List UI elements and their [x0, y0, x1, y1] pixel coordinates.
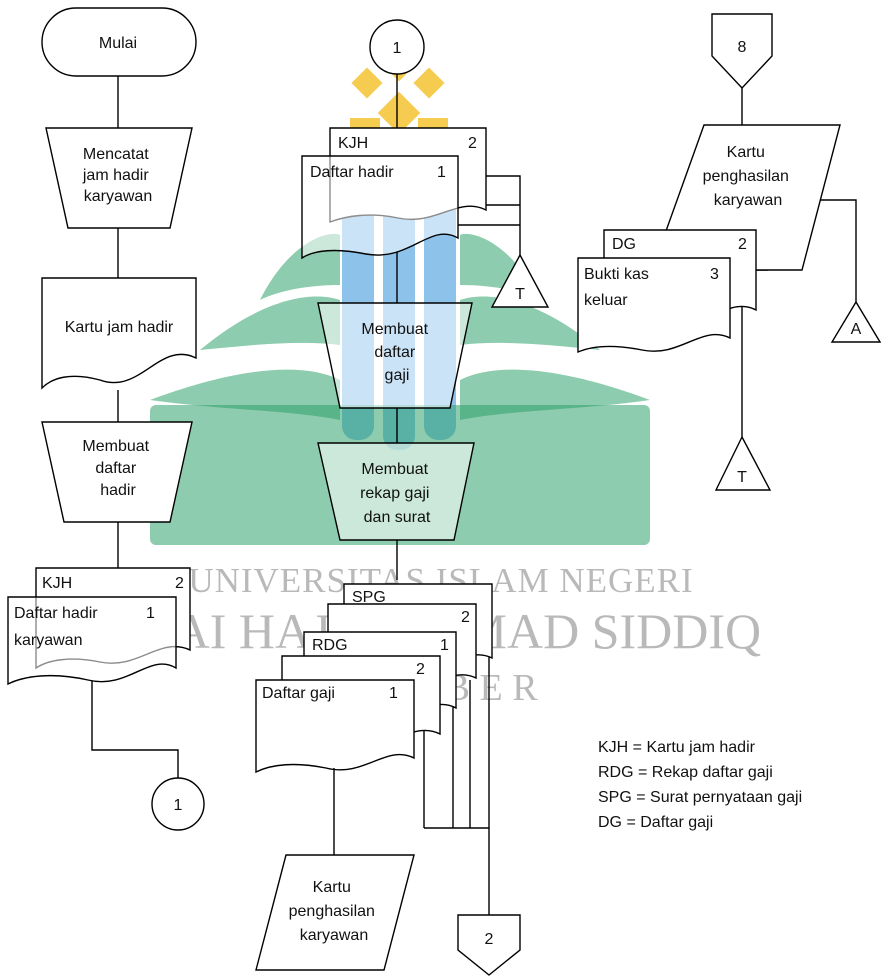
attendance-list-line-1: Daftar hadir	[14, 605, 98, 622]
rdg-copy-number: 1	[440, 637, 449, 654]
dg-label: Daftar gaji	[262, 685, 335, 702]
off-page-connector-2-label: 2	[485, 931, 494, 948]
start-label: Mulai	[99, 35, 137, 52]
op-recap-label: Membuat rekap gaji dan surat	[360, 461, 434, 526]
kjh-copy-number: 2	[175, 575, 184, 592]
attendance-list-copy-number: 1	[146, 605, 155, 622]
col2-kjh-label: KJH	[338, 135, 368, 152]
rdg-label: RDG	[312, 637, 348, 654]
legend-item: DG = Daftar gaji	[598, 814, 713, 831]
document-attendance-card-label: Kartu jam hadir	[65, 319, 174, 336]
attendance-list-line-2: karyawan	[14, 632, 82, 649]
legend-item: RDG = Rekap daftar gaji	[598, 764, 773, 781]
cash-voucher-line-1: Bukti kas	[584, 266, 649, 283]
col3-dg-label: DG	[612, 236, 636, 253]
col3-dg-copy: 2	[738, 236, 747, 253]
manual-operation-label: Mencatat jam hadir karyawan	[82, 146, 153, 205]
kjh-label: KJH	[42, 575, 72, 592]
spg-copy-2-number: 2	[461, 609, 470, 626]
legend: KJH = Kartu jam hadir RDG = Rekap daftar…	[598, 739, 802, 831]
legend-item: SPG = Surat pernyataan gaji	[598, 789, 802, 806]
dg-copy-number: 1	[389, 685, 398, 702]
dg-copy-2-number: 2	[416, 661, 425, 678]
cash-voucher-copy: 3	[710, 266, 719, 283]
col2-kjh-copy: 2	[468, 135, 477, 152]
file-t-label: T	[515, 286, 525, 303]
on-page-connector-1-label: 1	[174, 797, 183, 814]
col2-dh-label: Daftar hadir	[310, 164, 394, 181]
connector-top-label: 1	[393, 40, 402, 57]
col2-dh-copy: 1	[437, 164, 446, 181]
cash-voucher-line-2: keluar	[584, 292, 628, 309]
off-page-connector-8-label: 8	[738, 39, 747, 56]
file-a-label: A	[851, 321, 862, 338]
legend-item: KJH = Kartu jam hadir	[598, 739, 756, 756]
col3-file-t-label: T	[737, 469, 747, 486]
document-stack-kjh: KJH 2 Daftar hadir 1 karyawan	[8, 568, 190, 684]
